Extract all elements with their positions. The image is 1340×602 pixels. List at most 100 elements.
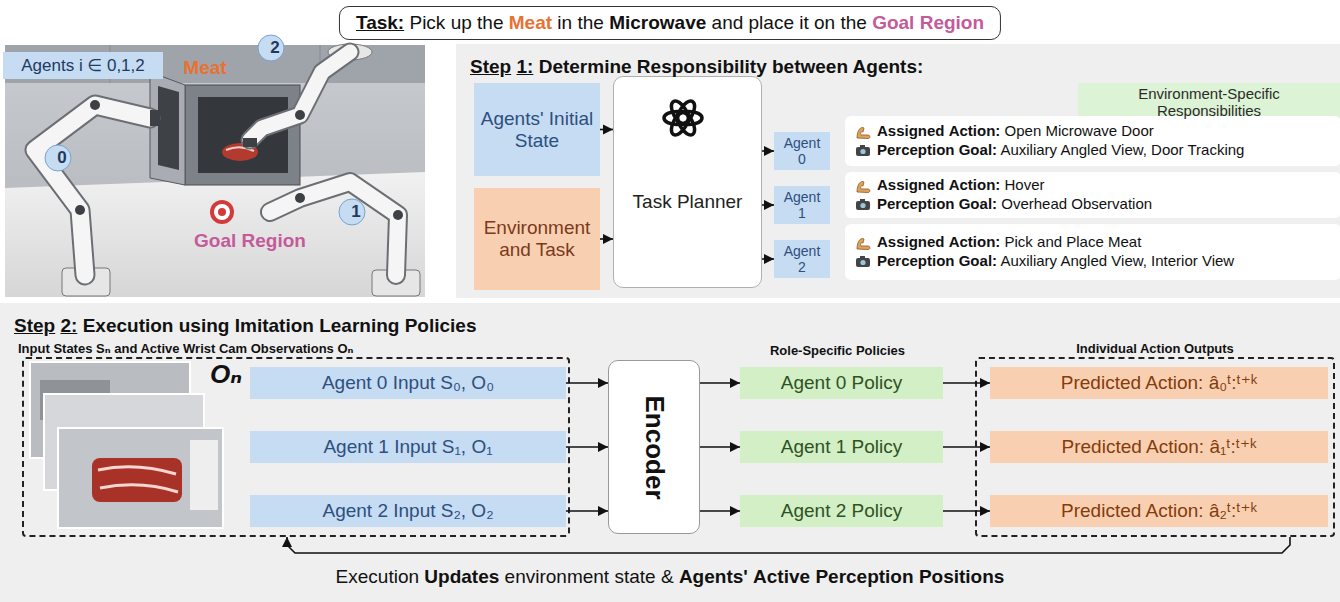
text-run: Action: <box>949 176 1001 193</box>
text-run: Meat <box>1108 233 1141 250</box>
arm-icon <box>855 178 871 194</box>
text-run: Hover <box>1005 176 1045 193</box>
step-panel: Step 1: Determine Responsibility between… <box>456 44 1340 298</box>
text-run: Updates <box>424 566 499 587</box>
text-run: it <box>799 12 809 33</box>
text-run: place <box>749 12 794 33</box>
encoder-box: Encoder <box>608 360 700 534</box>
node-text: Agent 0 <box>780 135 824 167</box>
agent-input-box: Agent 2 Input S₂, O₂ <box>250 495 566 527</box>
node-text: Agent 2 Input S₂, O₂ <box>322 500 493 522</box>
text-run: Step <box>14 315 55 336</box>
camera-icon <box>860 203 865 208</box>
text-run: Responsibility <box>637 56 767 77</box>
camera-icon <box>855 253 871 269</box>
text-run: Interior <box>1151 252 1198 269</box>
robot-gripper <box>243 138 257 147</box>
category-tag: Environment-Specific Responsibilities <box>1078 83 1340 122</box>
text-run: 2: <box>60 315 77 336</box>
text-run: & <box>661 566 674 587</box>
text-run: Door <box>1151 141 1184 158</box>
text-run: Assigned <box>877 122 945 139</box>
input-box: Agents' Initial State <box>474 83 600 176</box>
goal-target <box>218 208 226 216</box>
assignment-text: Perception Goal: Auxiliary Angled View, … <box>877 252 1234 271</box>
text-run: Goal: <box>959 195 997 212</box>
goal-target <box>214 204 230 220</box>
node-text: Agents' Initial State <box>480 108 594 152</box>
robot-joint <box>295 110 305 120</box>
label-box: Execution Updates environment state & Ag… <box>170 566 1170 589</box>
policy-box: Agent 2 Policy <box>740 495 943 527</box>
text-run: in <box>557 12 572 33</box>
robot-arm <box>250 52 350 140</box>
arrow-connector <box>943 446 990 448</box>
label-box: Goal Region <box>175 230 325 253</box>
node-text: Agent 2 Policy <box>781 500 902 522</box>
step-panel: Step 2: Execution using Imitation Learni… <box>0 303 1340 602</box>
node-text: Agent 0 Input S₀, O₀ <box>322 372 494 394</box>
assignment-text: Assigned Action: Open Microwave Door <box>877 122 1154 141</box>
text-run: Goal <box>872 12 914 33</box>
text-run: Active <box>753 566 810 587</box>
label-text: Execution Updates environment state & Ag… <box>336 566 1005 587</box>
text-run: Imitation <box>235 315 314 336</box>
circle-outline <box>45 145 71 171</box>
text-run: Policies <box>405 315 477 336</box>
group-heading: Individual Action Outputs <box>977 340 1333 357</box>
assignment-text: Perception Goal: Auxiliary Angled View, … <box>877 141 1244 160</box>
camera-icon <box>856 147 870 156</box>
wrist-cam-stack <box>30 362 190 458</box>
text-run: Determine <box>539 56 632 77</box>
robot-joint <box>75 205 85 215</box>
text-run: 1: <box>516 56 533 77</box>
arrow-connector <box>700 446 740 448</box>
text-run: the <box>477 12 503 33</box>
text-run: the <box>840 12 866 33</box>
assignment-line: Perception Goal: Auxiliary Angled View, … <box>855 141 1331 160</box>
microwave-door <box>150 72 185 185</box>
input-box: Environment and Task <box>474 188 600 290</box>
group-heading: Input States Sₙ and Active Wrist Cam Obs… <box>18 340 568 357</box>
node-text: Agents i ∈ 0,1,2 <box>21 56 145 76</box>
camera-icon <box>856 258 870 267</box>
arrow-connector <box>566 382 608 384</box>
agent-input-box: Agent 1 Input S₁, O₁ <box>250 431 566 463</box>
text-run: Step <box>470 56 511 77</box>
text-run: View, <box>1111 141 1147 158</box>
text-run: Assigned <box>877 233 945 250</box>
camera-icon <box>855 142 871 158</box>
group-symbol: Oₙ <box>210 361 242 387</box>
wrist-cam-stack <box>58 428 223 528</box>
text-run: Observation <box>1071 195 1152 212</box>
text-run: Pick <box>1005 233 1033 250</box>
agent-number: 1 <box>338 198 374 226</box>
circle-outline <box>339 199 365 225</box>
text-run: Auxiliary <box>1000 141 1057 158</box>
group-heading: Step 2: Execution using Imitation Learni… <box>0 303 1340 338</box>
text-run: on <box>814 12 835 33</box>
arm-icon <box>857 127 870 138</box>
text-run: Tracking <box>1188 141 1245 158</box>
text-run: and <box>712 12 744 33</box>
agent-input-box: Agent 0 Input S₀, O₀ <box>250 367 566 399</box>
assignment-text: Assigned Action: Hover <box>877 176 1045 195</box>
wrist-cam-stack <box>190 440 218 510</box>
text-run: Perception <box>877 195 955 212</box>
arm-icon <box>857 238 870 249</box>
assignment-line: Assigned Action: Open Microwave Door <box>855 122 1331 141</box>
robot-arm <box>270 182 398 275</box>
text-run: Perception <box>815 566 913 587</box>
connectors <box>287 130 1290 554</box>
arrow-connector <box>566 446 608 448</box>
openai-logo <box>668 98 692 127</box>
text-run: environment <box>505 566 610 587</box>
node-text: Agent 0 Policy <box>781 372 902 394</box>
assignment-line: Assigned Action: Hover <box>855 176 1331 195</box>
label-box: Meat <box>165 57 245 80</box>
text-run: Angled <box>1060 141 1107 158</box>
text-run: Perception <box>877 141 955 158</box>
wrist-cam-stack <box>40 380 110 420</box>
input-group: Input States Sₙ and Active Wrist Cam Obs… <box>22 357 570 537</box>
camera-icon <box>855 196 871 212</box>
